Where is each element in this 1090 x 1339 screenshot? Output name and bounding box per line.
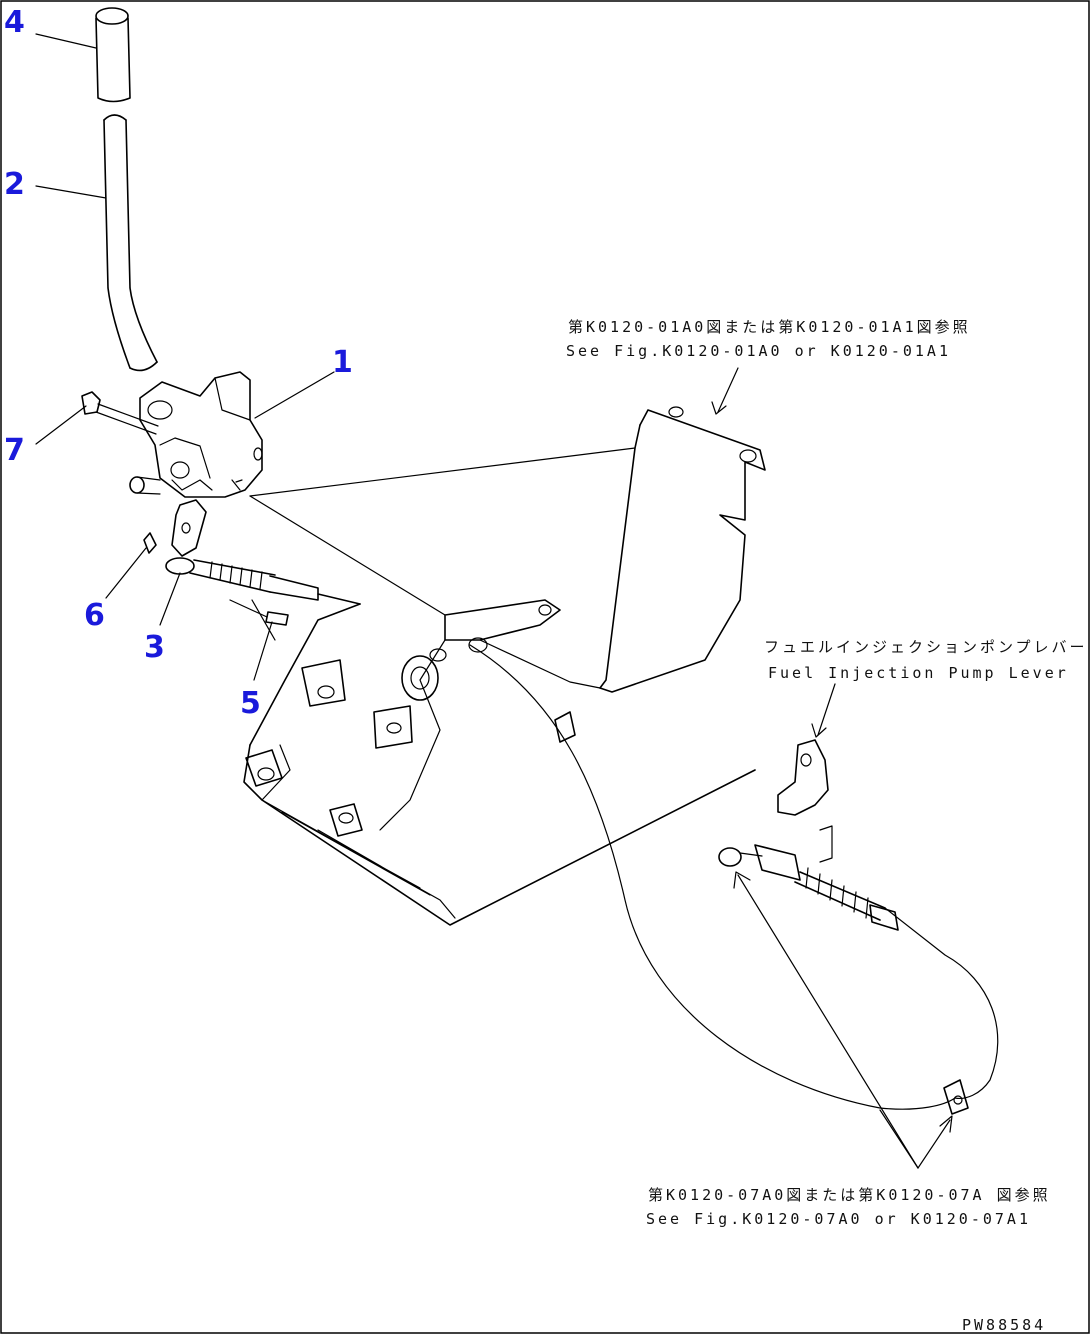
lever-bracket-part-1 (129, 371, 263, 557)
drawing-code: PW88584 (962, 1316, 1046, 1334)
callout-1: 1 (332, 345, 353, 380)
note-pump-lever-en: Fuel Injection Pump Lever (768, 664, 1069, 682)
callout-2: 2 (4, 167, 25, 202)
frame-housing (243, 495, 756, 926)
radiator-housing (249, 406, 766, 693)
callout-5: 5 (240, 686, 261, 721)
callout-4: 4 (4, 5, 25, 40)
bolt-part-7 (81, 391, 159, 435)
callout-6: 6 (84, 598, 105, 633)
lever-rod-part-2 (103, 114, 158, 372)
leader-lines (35, 33, 953, 1169)
note-top-ref-en: See Fig.K0120-01A0 or K0120-01A1 (566, 342, 951, 360)
note-bottom-ref-en: See Fig.K0120-07A0 or K0120-07A1 (646, 1210, 1031, 1228)
throttle-cable-loop (469, 644, 999, 1115)
pump-lever-end (718, 739, 899, 931)
note-pump-lever-jp: フュエルインジェクションポンプレバー (764, 638, 1088, 656)
note-top-ref-jp: 第K0120-01A0図または第K0120-01A1図参照 (568, 318, 971, 336)
callout-7: 7 (4, 433, 25, 468)
cable-part-3 (165, 557, 361, 641)
pin-part-5 (229, 599, 289, 626)
note-bottom-ref-jp: 第K0120-07A0図または第K0120-07A 図参照 (648, 1186, 1051, 1204)
knob-part-4 (95, 7, 131, 103)
callout-3: 3 (144, 630, 165, 665)
clip-part-6 (143, 532, 157, 554)
